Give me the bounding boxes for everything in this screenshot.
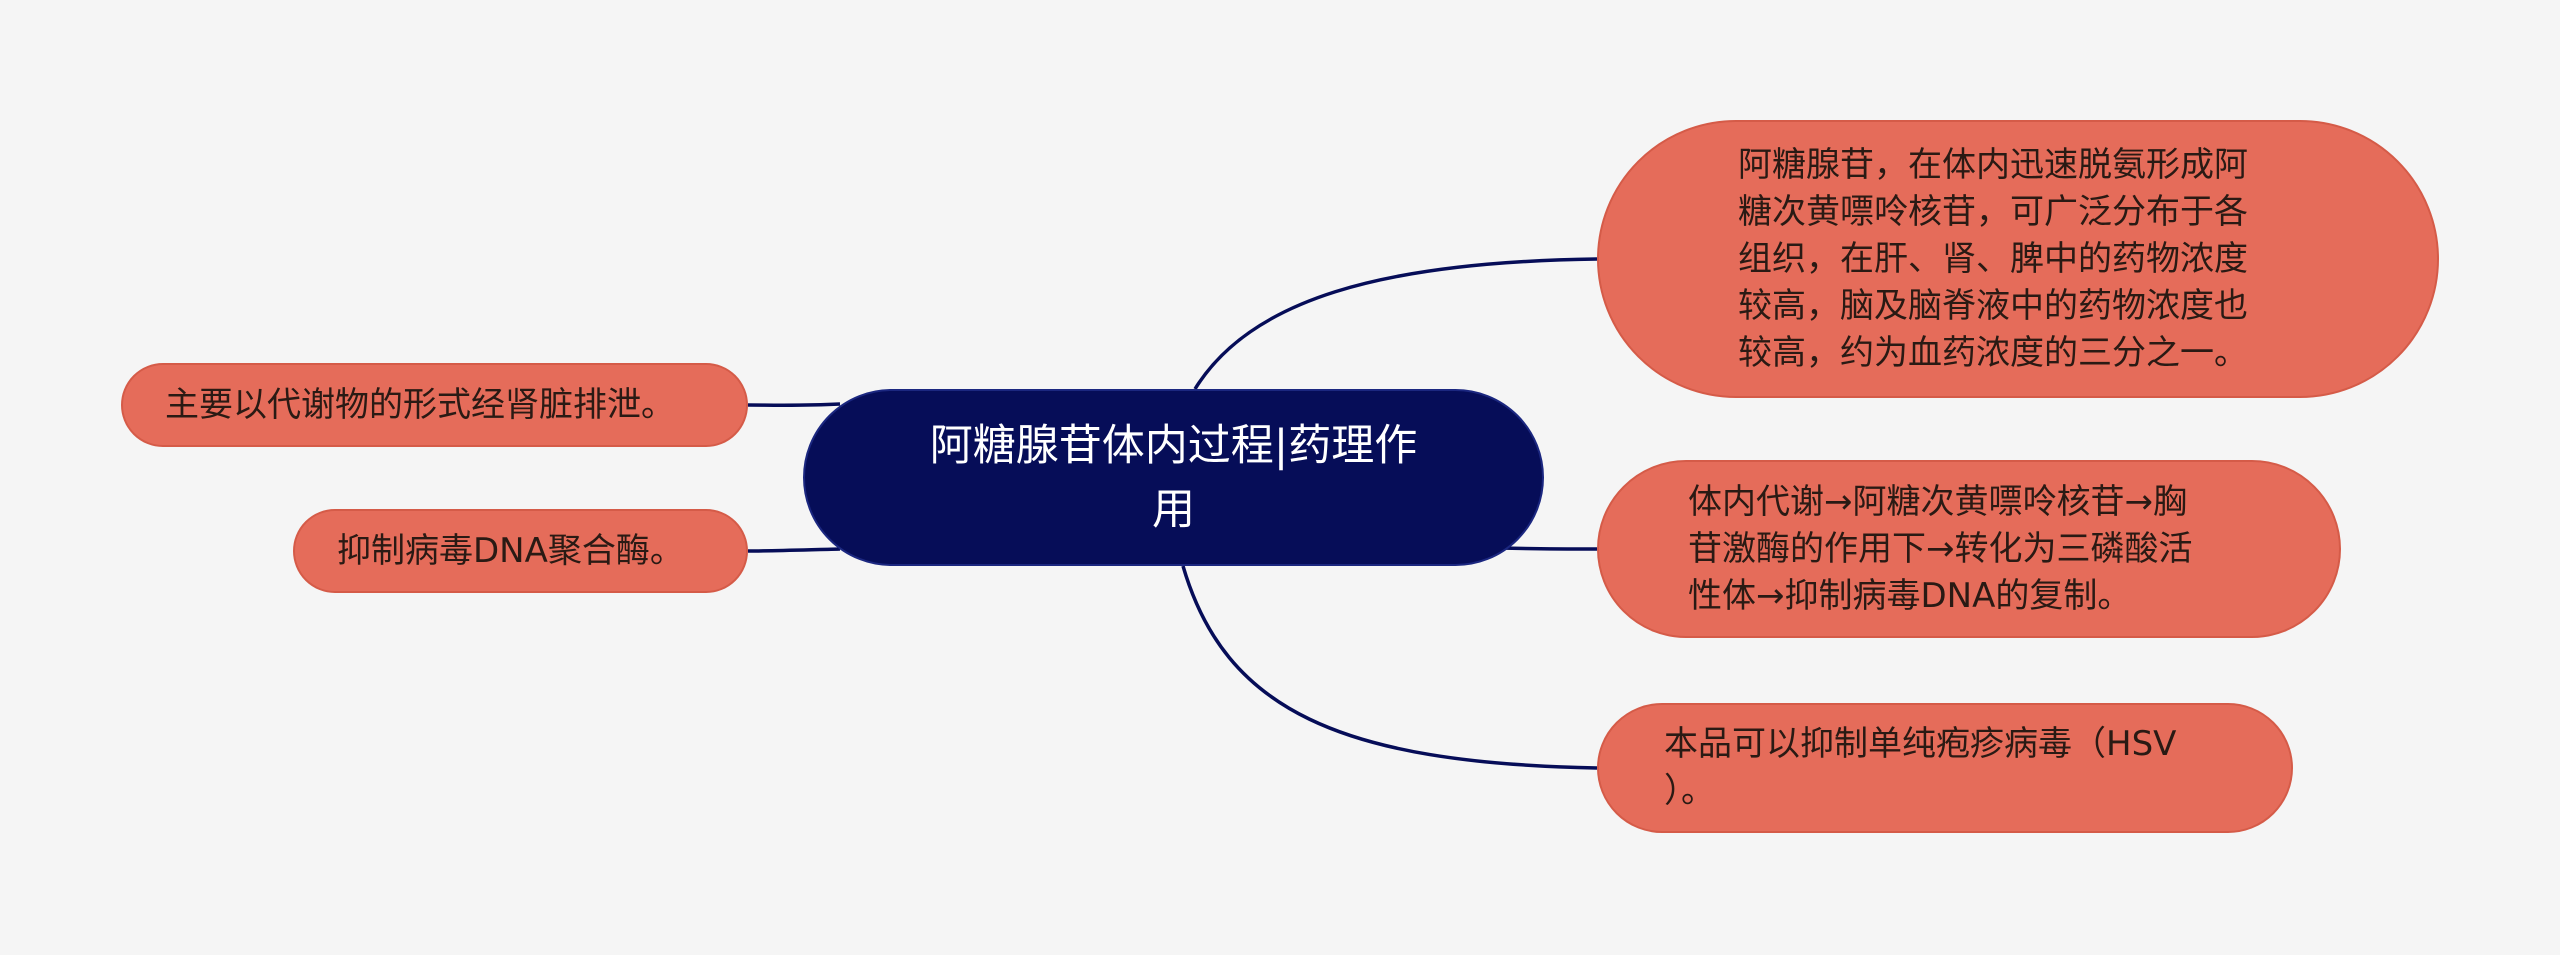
connector-root-to-right-branch-1	[1193, 257, 1598, 390]
left-branch-label-excretion: 主要以代谢物的形式经肾脏排泄。	[165, 384, 675, 425]
right-branch-label-hsv: 本品可以抑制单纯疱疹病毒（HSV ）。	[1664, 724, 2177, 811]
connector-root-to-right-branch-2	[1499, 546, 1598, 551]
right-branch-node-hsv[interactable]: 本品可以抑制单纯疱疹病毒（HSV ）。	[1597, 703, 2293, 833]
right-branch-node-metabolism[interactable]: 体内代谢→阿糖次黄嘌呤核苷→胸 苷激酶的作用下→转化为三磷酸活 性体→抑制病毒D…	[1597, 460, 2341, 638]
right-branch-label-metabolism: 体内代谢→阿糖次黄嘌呤核苷→胸 苷激酶的作用下→转化为三磷酸活 性体→抑制病毒D…	[1688, 481, 2193, 616]
connector-root-to-left-branch-1	[747, 402, 841, 407]
connector-root-to-left-branch-2	[747, 547, 841, 553]
root-topic-label: 阿糖腺苷体内过程|药理作 用	[929, 420, 1418, 535]
right-branch-label-distribution: 阿糖腺苷，在体内迅速脱氨形成阿 糖次黄嘌呤核苷，可广泛分布于各 组织，在肝、肾、…	[1738, 144, 2248, 373]
right-branch-node-distribution[interactable]: 阿糖腺苷，在体内迅速脱氨形成阿 糖次黄嘌呤核苷，可广泛分布于各 组织，在肝、肾、…	[1597, 120, 2439, 398]
left-branch-node-dna-polymerase[interactable]: 抑制病毒DNA聚合酶。	[293, 509, 748, 593]
left-branch-node-excretion[interactable]: 主要以代谢物的形式经肾脏排泄。	[121, 363, 748, 447]
root-topic-node[interactable]: 阿糖腺苷体内过程|药理作 用	[803, 389, 1544, 566]
connector-root-to-right-branch-3	[1181, 565, 1598, 770]
left-branch-label-dna-polymerase: 抑制病毒DNA聚合酶。	[337, 530, 684, 571]
